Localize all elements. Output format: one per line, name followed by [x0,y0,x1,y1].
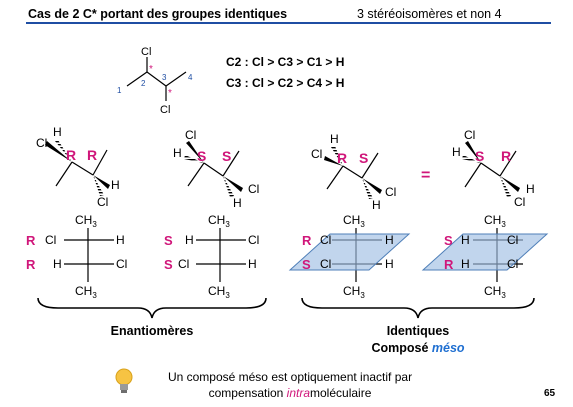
note-intra: intra [286,386,311,400]
cl-label: Cl [97,195,108,209]
skeletal-molecule: Cl Cl 1 2 3 4 * * [117,46,193,116]
fischer-config-2: S [164,257,173,272]
config-label-1: R [337,150,347,166]
config-label-1: S [197,148,206,164]
cl-label: Cl [116,257,127,271]
fischer-config-1: R [302,233,312,248]
cl-label: Cl [185,128,196,142]
cl-label: Cl [507,257,518,271]
note-prefix: compensation [208,386,287,400]
h-label: H [526,182,535,196]
fischer-projection-3: CH3 Cl H Cl H CH3 R S [288,213,411,300]
ch3-label: CH3 [484,284,506,300]
structure-sr: Cl H H Cl S R [452,128,535,209]
note-line-2: compensation intramoléculaire [145,386,435,400]
ch3-label: CH3 [75,213,97,229]
config-label-2: S [359,150,368,166]
fischer-config-2: S [302,257,311,272]
h-label: H [385,233,394,247]
config-label-2: R [501,148,511,164]
priority-c3: C3 : Cl > C2 > C4 > H [226,76,345,90]
h-label: H [385,257,394,271]
carbon-number-4: 4 [188,73,193,82]
slide-subtitle: 3 stéréoisomères et non 4 [357,7,502,21]
cl-label: Cl [311,147,322,161]
cl-label: Cl [385,185,396,199]
h-label: H [452,145,461,159]
cl-label: Cl [320,257,331,271]
h-label: H [330,132,339,146]
ch3-label: CH3 [484,213,506,229]
h-label: H [53,125,62,139]
fischer-config-1: S [164,233,173,248]
h-label: H [111,178,120,192]
config-label-2: S [222,148,231,164]
structure-rs: H Cl Cl H R S [311,132,396,212]
cl-bottom-label: Cl [160,104,170,116]
carbon-number-1: 1 [117,86,122,95]
slide-title: Cas de 2 C* portant des groupes identiqu… [28,7,288,21]
note-line-1: Un composé méso est optiquement inactif … [167,370,413,384]
h-label: H [461,257,470,271]
cl-top-label: Cl [141,46,151,58]
page-number: 65 [544,388,556,399]
h-label: H [173,146,182,160]
fischer-config-1: R [26,233,36,248]
carbon-number-3: 3 [162,73,167,82]
title-underline [26,22,551,24]
meso-prefix: Composé [371,341,432,355]
fischer-projection-2: CH3 H Cl Cl H CH3 S S [164,213,259,300]
ch3-label: CH3 [343,213,365,229]
structure-ss: Cl H Cl H S S [173,128,259,210]
symmetry-plane [421,233,549,271]
h-label: H [461,233,470,247]
cl-label: Cl [36,136,47,150]
stereocenter-star-2: * [168,88,172,99]
label-identical: Identiques [386,324,450,338]
h-label: H [116,233,125,247]
cl-label: Cl [178,257,189,271]
priority-c2: C2 : Cl > C3 > C1 > H [226,55,345,69]
symmetry-plane [288,233,411,271]
fischer-projection-4: CH3 H Cl H Cl CH3 S R [421,213,549,300]
h-label: H [53,257,62,271]
ch3-label: CH3 [343,284,365,300]
carbon-chain [126,71,187,87]
cl-label: Cl [248,233,259,247]
cl-label: Cl [507,233,518,247]
ch3-label: CH3 [208,284,230,300]
stereocenter-star-1: * [149,64,153,75]
label-enantiomers: Enantiomères [110,324,194,338]
h-label: H [372,198,381,212]
fischer-config-2: R [26,257,36,272]
ch3-label: CH3 [208,213,230,229]
lightbulb-icon [115,368,133,393]
fischer-config-2: R [444,257,454,272]
h-label: H [248,257,257,271]
brace-identical [301,297,535,319]
note-suffix: moléculaire [310,386,372,400]
ch3-label: CH3 [75,284,97,300]
cl-label: Cl [320,233,331,247]
brace-enantiomers [37,297,267,319]
h-label: H [185,233,194,247]
cl-label: Cl [248,182,259,196]
fischer-projection-1: CH3 Cl H H Cl CH3 R R [26,213,127,300]
config-label-1: R [66,147,76,163]
config-label-1: S [475,148,484,164]
config-label-2: R [87,147,97,163]
meso-word: méso [431,341,465,355]
fischer-config-1: S [444,233,453,248]
cl-label: Cl [45,233,56,247]
cl-label: Cl [464,128,475,142]
equals-sign: = [421,167,430,184]
h-label: H [233,196,242,210]
structure-rr: Cl H H Cl R R [36,125,120,209]
carbon-number-2: 2 [141,79,146,88]
cl-label: Cl [514,195,525,209]
label-meso-compound: Composé méso [352,341,484,355]
